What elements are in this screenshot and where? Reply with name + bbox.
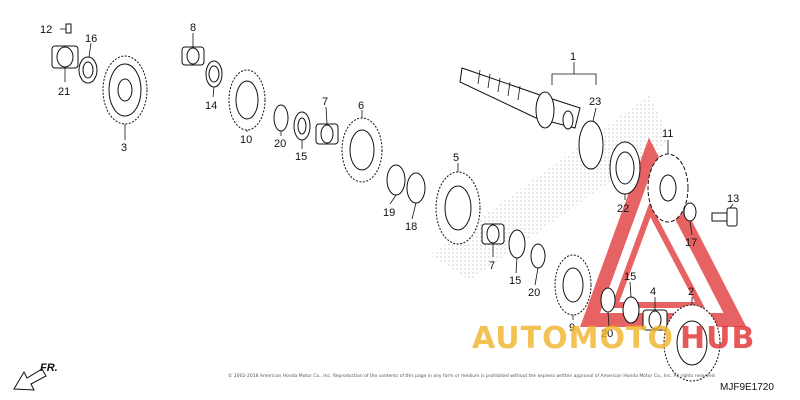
gear-10[interactable]	[228, 69, 266, 131]
circlip-20b[interactable]	[530, 243, 546, 269]
callout-15c[interactable]: 15	[624, 271, 636, 283]
bushing-7a[interactable]	[315, 123, 339, 145]
diagram-code: MJF9E1720	[720, 382, 774, 393]
callout-10[interactable]: 10	[240, 134, 252, 146]
copyright-text: © 2002-2018 American Honda Motor Co., In…	[228, 372, 716, 379]
gear-5[interactable]	[435, 171, 481, 245]
callout-15b[interactable]: 15	[509, 275, 521, 287]
callout-16[interactable]: 16	[85, 33, 97, 45]
circlip-20c[interactable]	[600, 287, 616, 313]
seal-22[interactable]	[609, 141, 641, 195]
callout-23[interactable]: 23	[589, 96, 601, 108]
svg-text:AUTOMOTO: AUTOMOTO	[472, 321, 674, 356]
callout-11[interactable]: 11	[662, 128, 673, 140]
washer-15b[interactable]	[508, 229, 526, 259]
callout-5[interactable]: 5	[453, 152, 459, 164]
gear-6[interactable]	[341, 117, 383, 183]
washer-15a[interactable]	[293, 111, 311, 141]
callout-22[interactable]: 22	[617, 203, 629, 215]
callout-20c[interactable]: 20	[601, 328, 613, 340]
callout-12[interactable]: 12	[40, 24, 52, 36]
callouts: 12 16 21 3 8 14 10 20 15 7 6 19 18 5 7 1…	[40, 22, 739, 340]
gear-2[interactable]	[663, 304, 721, 382]
ring-23[interactable]	[578, 120, 604, 170]
washer-14[interactable]	[205, 60, 223, 88]
leader-lines	[60, 28, 734, 328]
callout-18[interactable]: 18	[405, 221, 417, 233]
pin-12[interactable]	[65, 23, 72, 34]
bearing-21[interactable]	[51, 45, 79, 69]
bolt-13[interactable]	[711, 207, 738, 227]
sprocket-11[interactable]	[647, 153, 689, 223]
callout-6[interactable]: 6	[358, 100, 364, 112]
callout-20a[interactable]: 20	[274, 138, 286, 150]
bushing-8[interactable]	[181, 46, 205, 66]
watermark-text: AUTOMOTO HUB	[472, 321, 755, 356]
washer-19[interactable]	[386, 164, 406, 196]
callout-21[interactable]: 21	[58, 86, 70, 98]
gear-9[interactable]	[554, 254, 592, 316]
callout-7a[interactable]: 7	[322, 96, 328, 108]
watermark-hub: HUB	[680, 321, 755, 356]
callout-2[interactable]: 2	[688, 286, 694, 298]
direction-label: FR.	[40, 362, 58, 374]
circlip-20a[interactable]	[273, 104, 289, 132]
washer-16[interactable]	[78, 56, 98, 84]
callout-13[interactable]: 13	[727, 193, 739, 205]
callout-20b[interactable]: 20	[528, 287, 540, 299]
callout-15a[interactable]: 15	[295, 151, 307, 163]
bushing-4[interactable]	[642, 309, 668, 331]
washer-17[interactable]	[683, 202, 697, 222]
washer-18[interactable]	[406, 172, 426, 204]
gear-3[interactable]	[102, 55, 148, 125]
callout-19[interactable]: 19	[383, 207, 395, 219]
callout-8[interactable]: 8	[190, 22, 196, 34]
callout-7b[interactable]: 7	[489, 260, 495, 272]
callout-1[interactable]: 1	[570, 51, 576, 63]
washer-15c[interactable]	[622, 296, 640, 324]
callout-4[interactable]: 4	[650, 286, 656, 298]
callout-9[interactable]: 9	[569, 322, 575, 334]
callout-14[interactable]: 14	[205, 100, 217, 112]
callout-3[interactable]: 3	[121, 142, 127, 154]
mainshaft[interactable]	[459, 67, 581, 130]
callout-17[interactable]: 17	[685, 237, 697, 249]
front-direction-indicator: FR.	[13, 362, 58, 391]
arrow-down-left-icon	[13, 368, 47, 391]
bushing-7b[interactable]	[481, 223, 505, 245]
